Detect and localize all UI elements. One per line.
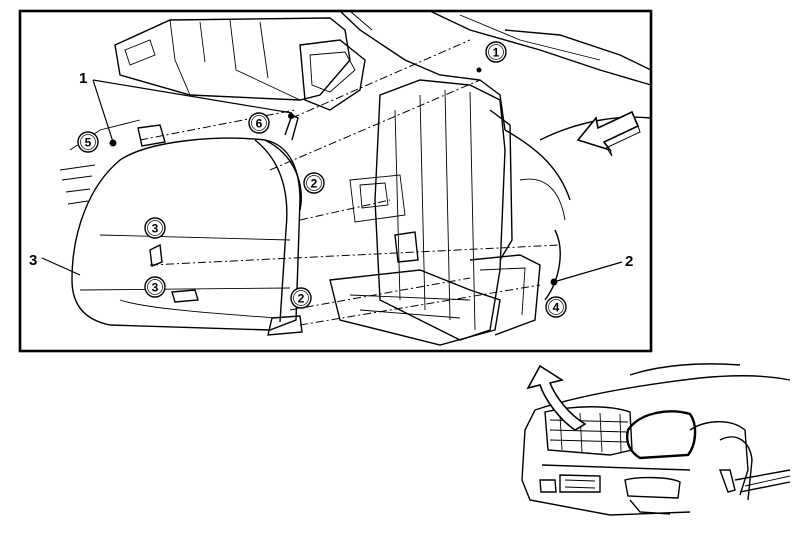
step-badge-1: 1 [485, 41, 507, 63]
bolt-icon [550, 278, 558, 286]
svg-text:2: 2 [298, 292, 305, 306]
callout-3: 3 [29, 252, 37, 269]
step-badge-2b: 2 [290, 287, 312, 309]
step-badge-4: 4 [545, 296, 567, 318]
callout-2: 2 [625, 253, 633, 270]
radiator-support [114, 10, 652, 131]
svg-text:3: 3 [152, 281, 159, 295]
bolt-icon [288, 113, 294, 119]
step-badge-6: 6 [248, 112, 270, 134]
hollow-arrow-icon [576, 110, 641, 157]
lamp-mounting-bracket [329, 79, 541, 346]
svg-text:1: 1 [493, 46, 500, 60]
step-badge-3a: 3 [144, 217, 166, 239]
leader-lines [41, 79, 623, 282]
callout-1: 1 [79, 70, 87, 87]
bolt-icon [109, 139, 117, 147]
step-badge-2a: 2 [303, 172, 325, 194]
alignment-lines [139, 39, 561, 326]
fender-outline [504, 116, 652, 301]
svg-text:5: 5 [85, 136, 92, 150]
bolt-icon [476, 67, 482, 73]
svg-text:6: 6 [256, 117, 263, 131]
bolts [109, 67, 558, 286]
curved-arrow-icon [526, 364, 587, 431]
svg-text:3: 3 [152, 222, 159, 236]
headlamp-assembly [71, 114, 303, 336]
vehicle-overview [521, 363, 791, 516]
svg-text:4: 4 [553, 301, 560, 315]
svg-text:2: 2 [311, 177, 318, 191]
step-badge-5: 5 [77, 131, 99, 153]
step-badge-3b: 3 [144, 276, 166, 298]
